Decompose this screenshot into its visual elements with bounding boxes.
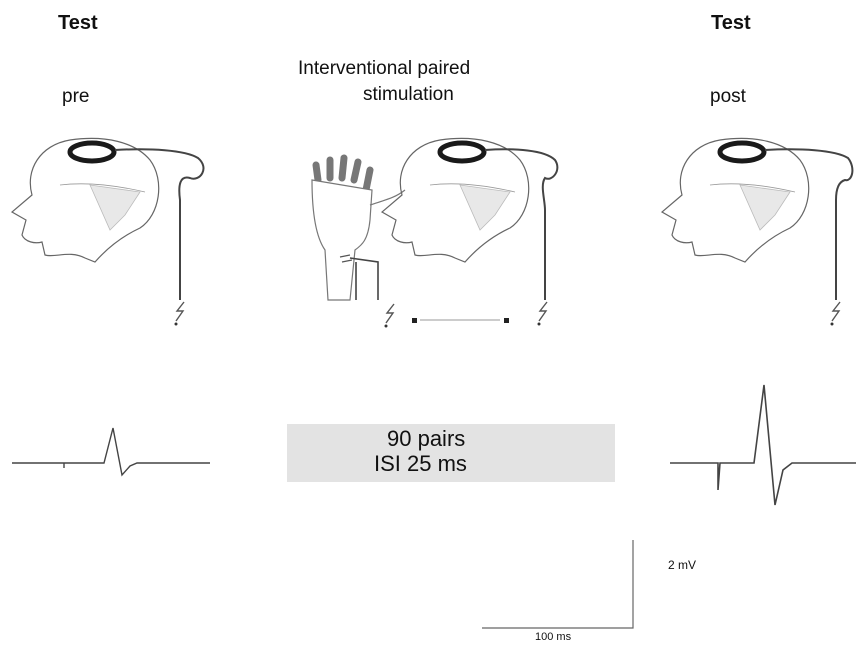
stimulator-bolt-pre (175, 302, 185, 326)
head-intervention-illustration (382, 138, 529, 262)
coil-cable-pre (115, 149, 203, 300)
stimulator-bolt-peripheral (385, 304, 395, 328)
hand-illustration (312, 158, 405, 300)
scale-bar (482, 540, 633, 628)
coil-cable-post (765, 149, 852, 300)
head-post-illustration (662, 138, 809, 262)
coil-cable-intervention (485, 149, 557, 300)
wrist-electrode-cable (350, 258, 378, 300)
head-pre-illustration (12, 138, 159, 262)
mep-trace-post (670, 385, 856, 505)
stimulator-bolt-cortical (538, 302, 548, 326)
stimulator-bolt-post (831, 302, 841, 326)
pairing-interval-connector (412, 318, 509, 323)
mep-trace-pre (12, 428, 210, 475)
